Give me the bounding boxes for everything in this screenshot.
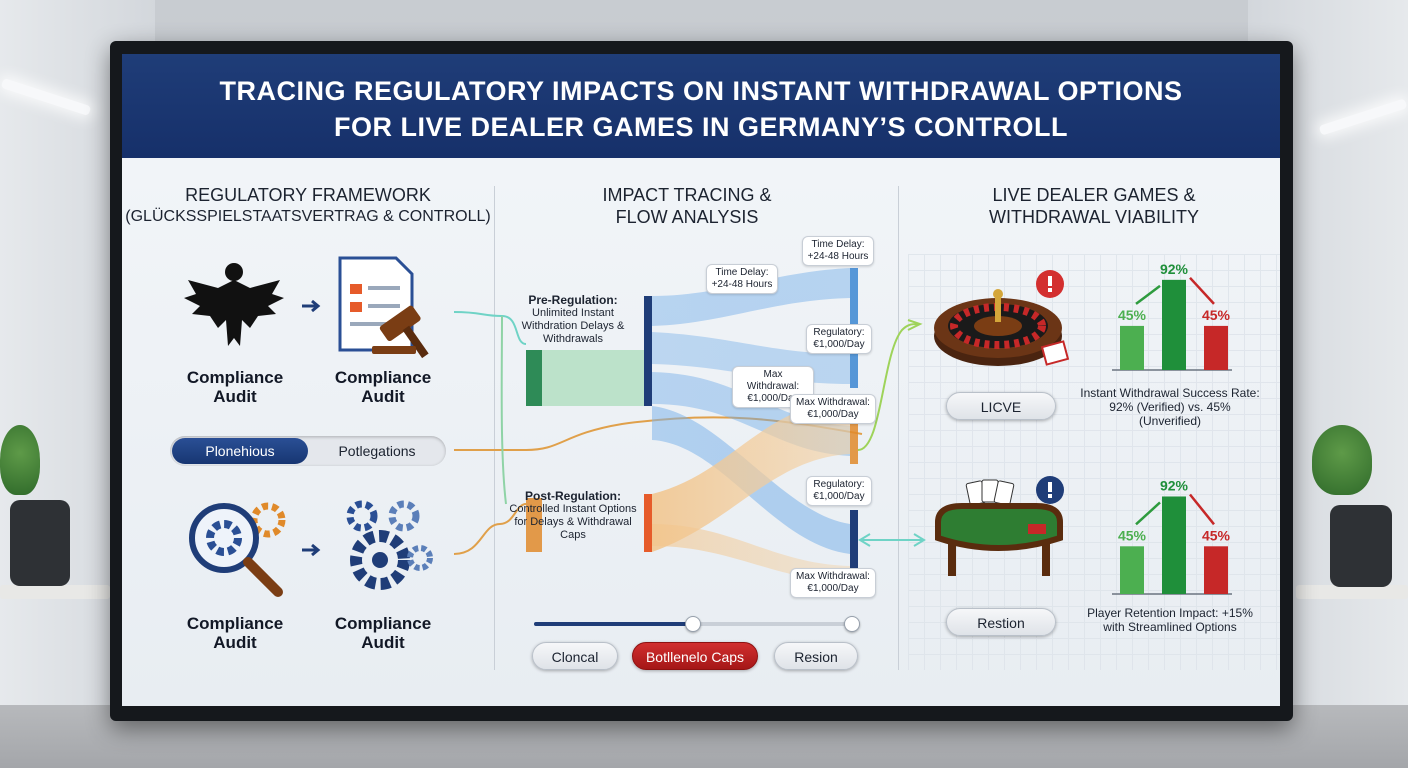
player-retention-chart: 45% 92% 45% — [1112, 477, 1232, 595]
office-chair — [10, 500, 70, 586]
chart-data-label: 45% — [1118, 527, 1147, 543]
title-banner: TRACING REGULATORY IMPACTS ON INSTANT WI… — [122, 54, 1280, 158]
compliance-audit-caption: Compliance Audit — [334, 368, 432, 406]
blackjack-table-icon — [935, 476, 1064, 576]
trend-up-arrow — [1135, 501, 1161, 526]
chart-bar — [1204, 325, 1228, 370]
time-delay-bubble: Time Delay: +24-48 Hours — [802, 236, 874, 266]
time-delay-bubble: Time Delay: +24-48 Hours — [706, 264, 778, 294]
chart-bar — [1162, 496, 1186, 594]
impact-slider[interactable] — [534, 616, 860, 632]
regulation-toggle[interactable]: Plonehious Potlegations — [170, 436, 446, 466]
flow-label-title: Post-Regulation: — [525, 489, 621, 503]
office-plant — [1312, 425, 1372, 495]
player-retention-caption: Player Retention Impact: +15% with Strea… — [1087, 606, 1253, 634]
regulatory-framework-heading: REGULATORY FRAMEWORK (GLÜCKSSPIELSTAATSV… — [122, 184, 494, 228]
chart-bar — [1204, 546, 1228, 594]
heading-line: FLOW ANALYSIS — [615, 207, 759, 227]
chart-data-label: 45% — [1202, 527, 1231, 543]
regulatory-limit-bubble: Regulatory: €1,000/Day — [806, 476, 872, 506]
post-regulation-label: Post-Regulation: Controlled Instant Opti… — [508, 490, 638, 542]
withdrawal-success-caption: Instant Withdrawal Success Rate: 92% (Ve… — [1080, 386, 1260, 428]
withdrawal-success-chart: 45% 92% 45% — [1112, 261, 1232, 371]
flow-label-body: Unlimited Instant Withdration Delays & W… — [521, 307, 625, 345]
heading-line: WITHDRAWAL VIABILITY — [988, 207, 1200, 227]
chart-bar — [1162, 279, 1186, 370]
legal-document-gavel-icon — [338, 256, 429, 359]
flow-label-title: Pre-Regulation: — [528, 293, 618, 307]
impact-tracing-heading: IMPACT TRACING & FLOW ANALYSIS — [522, 184, 852, 228]
column-divider — [494, 186, 495, 670]
slider-fill — [534, 622, 693, 626]
magnifier-gear-icon — [189, 502, 286, 597]
trend-down-arrow — [1189, 276, 1215, 305]
resion-button[interactable]: Resion — [774, 642, 858, 670]
flow-connectors — [453, 268, 926, 586]
office-desk — [0, 585, 110, 599]
toggle-option-inactive[interactable]: Potlegations — [338, 443, 416, 459]
arrow-right-icon — [302, 299, 321, 313]
max-withdrawal-bubble: Max Withdrawal: €1,000/Day — [790, 394, 876, 424]
heading-line: IMPACT TRACING & — [602, 185, 772, 205]
infographic-screen: TRACING REGULATORY IMPACTS ON INSTANT WI… — [122, 54, 1280, 706]
title-line-1: TRACING REGULATORY IMPACTS ON INSTANT WI… — [219, 76, 1183, 106]
chart-bar — [1120, 546, 1144, 594]
live-dealer-heading: LIVE DEALER GAMES & WITHDRAWAL VIABILITY — [908, 184, 1280, 228]
title-line-2: FOR LIVE DEALER GAMES IN GERMANY’S CONTR… — [333, 112, 1069, 142]
compliance-audit-caption: Compliance Audit — [186, 614, 284, 652]
gears-icon — [346, 500, 433, 590]
column-divider — [898, 186, 899, 670]
roulette-wheel-icon — [934, 270, 1070, 366]
cloncal-button[interactable]: Cloncal — [532, 642, 618, 670]
compliance-audit-caption: Compliance Audit — [334, 614, 432, 652]
chart-data-label: 45% — [1118, 307, 1147, 323]
max-withdrawal-bubble: Max Withdrawal: €1,000/Day — [790, 568, 876, 598]
federal-eagle-icon — [184, 263, 284, 346]
pre-regulation-label: Pre-Regulation: Unlimited Instant Withdr… — [508, 294, 638, 346]
trend-down-arrow — [1189, 493, 1215, 526]
flow-label-body: Controlled Instant Options for Delays & … — [509, 503, 637, 541]
chart-data-label: 92% — [1160, 261, 1189, 277]
regulatory-limit-bubble: Regulatory: €1,000/Day — [806, 324, 872, 354]
chart-data-label: 92% — [1160, 477, 1189, 493]
office-plant — [0, 425, 40, 495]
heading-line: REGULATORY FRAMEWORK — [185, 185, 431, 205]
chart-bar — [1120, 325, 1144, 370]
bottleneck-caps-button[interactable]: Botllenelo Caps — [632, 642, 758, 670]
chart-data-label: 45% — [1202, 307, 1231, 323]
restion-button[interactable]: Restion — [946, 608, 1056, 636]
arrow-right-icon — [302, 543, 321, 557]
compliance-audit-caption: Compliance Audit — [186, 368, 284, 406]
trend-up-arrow — [1135, 284, 1161, 305]
heading-line: (GLÜCKSSPIELSTAATSVERTRAG & CONTROLL) — [125, 208, 491, 225]
live-game-button[interactable]: LICVE — [946, 392, 1056, 420]
slider-end-handle[interactable] — [844, 616, 860, 632]
office-chair — [1330, 505, 1392, 587]
slider-handle[interactable] — [685, 616, 701, 632]
toggle-option-active[interactable]: Plonehious — [172, 438, 308, 464]
office-desk — [1296, 585, 1408, 599]
heading-line: LIVE DEALER GAMES & — [992, 185, 1196, 205]
